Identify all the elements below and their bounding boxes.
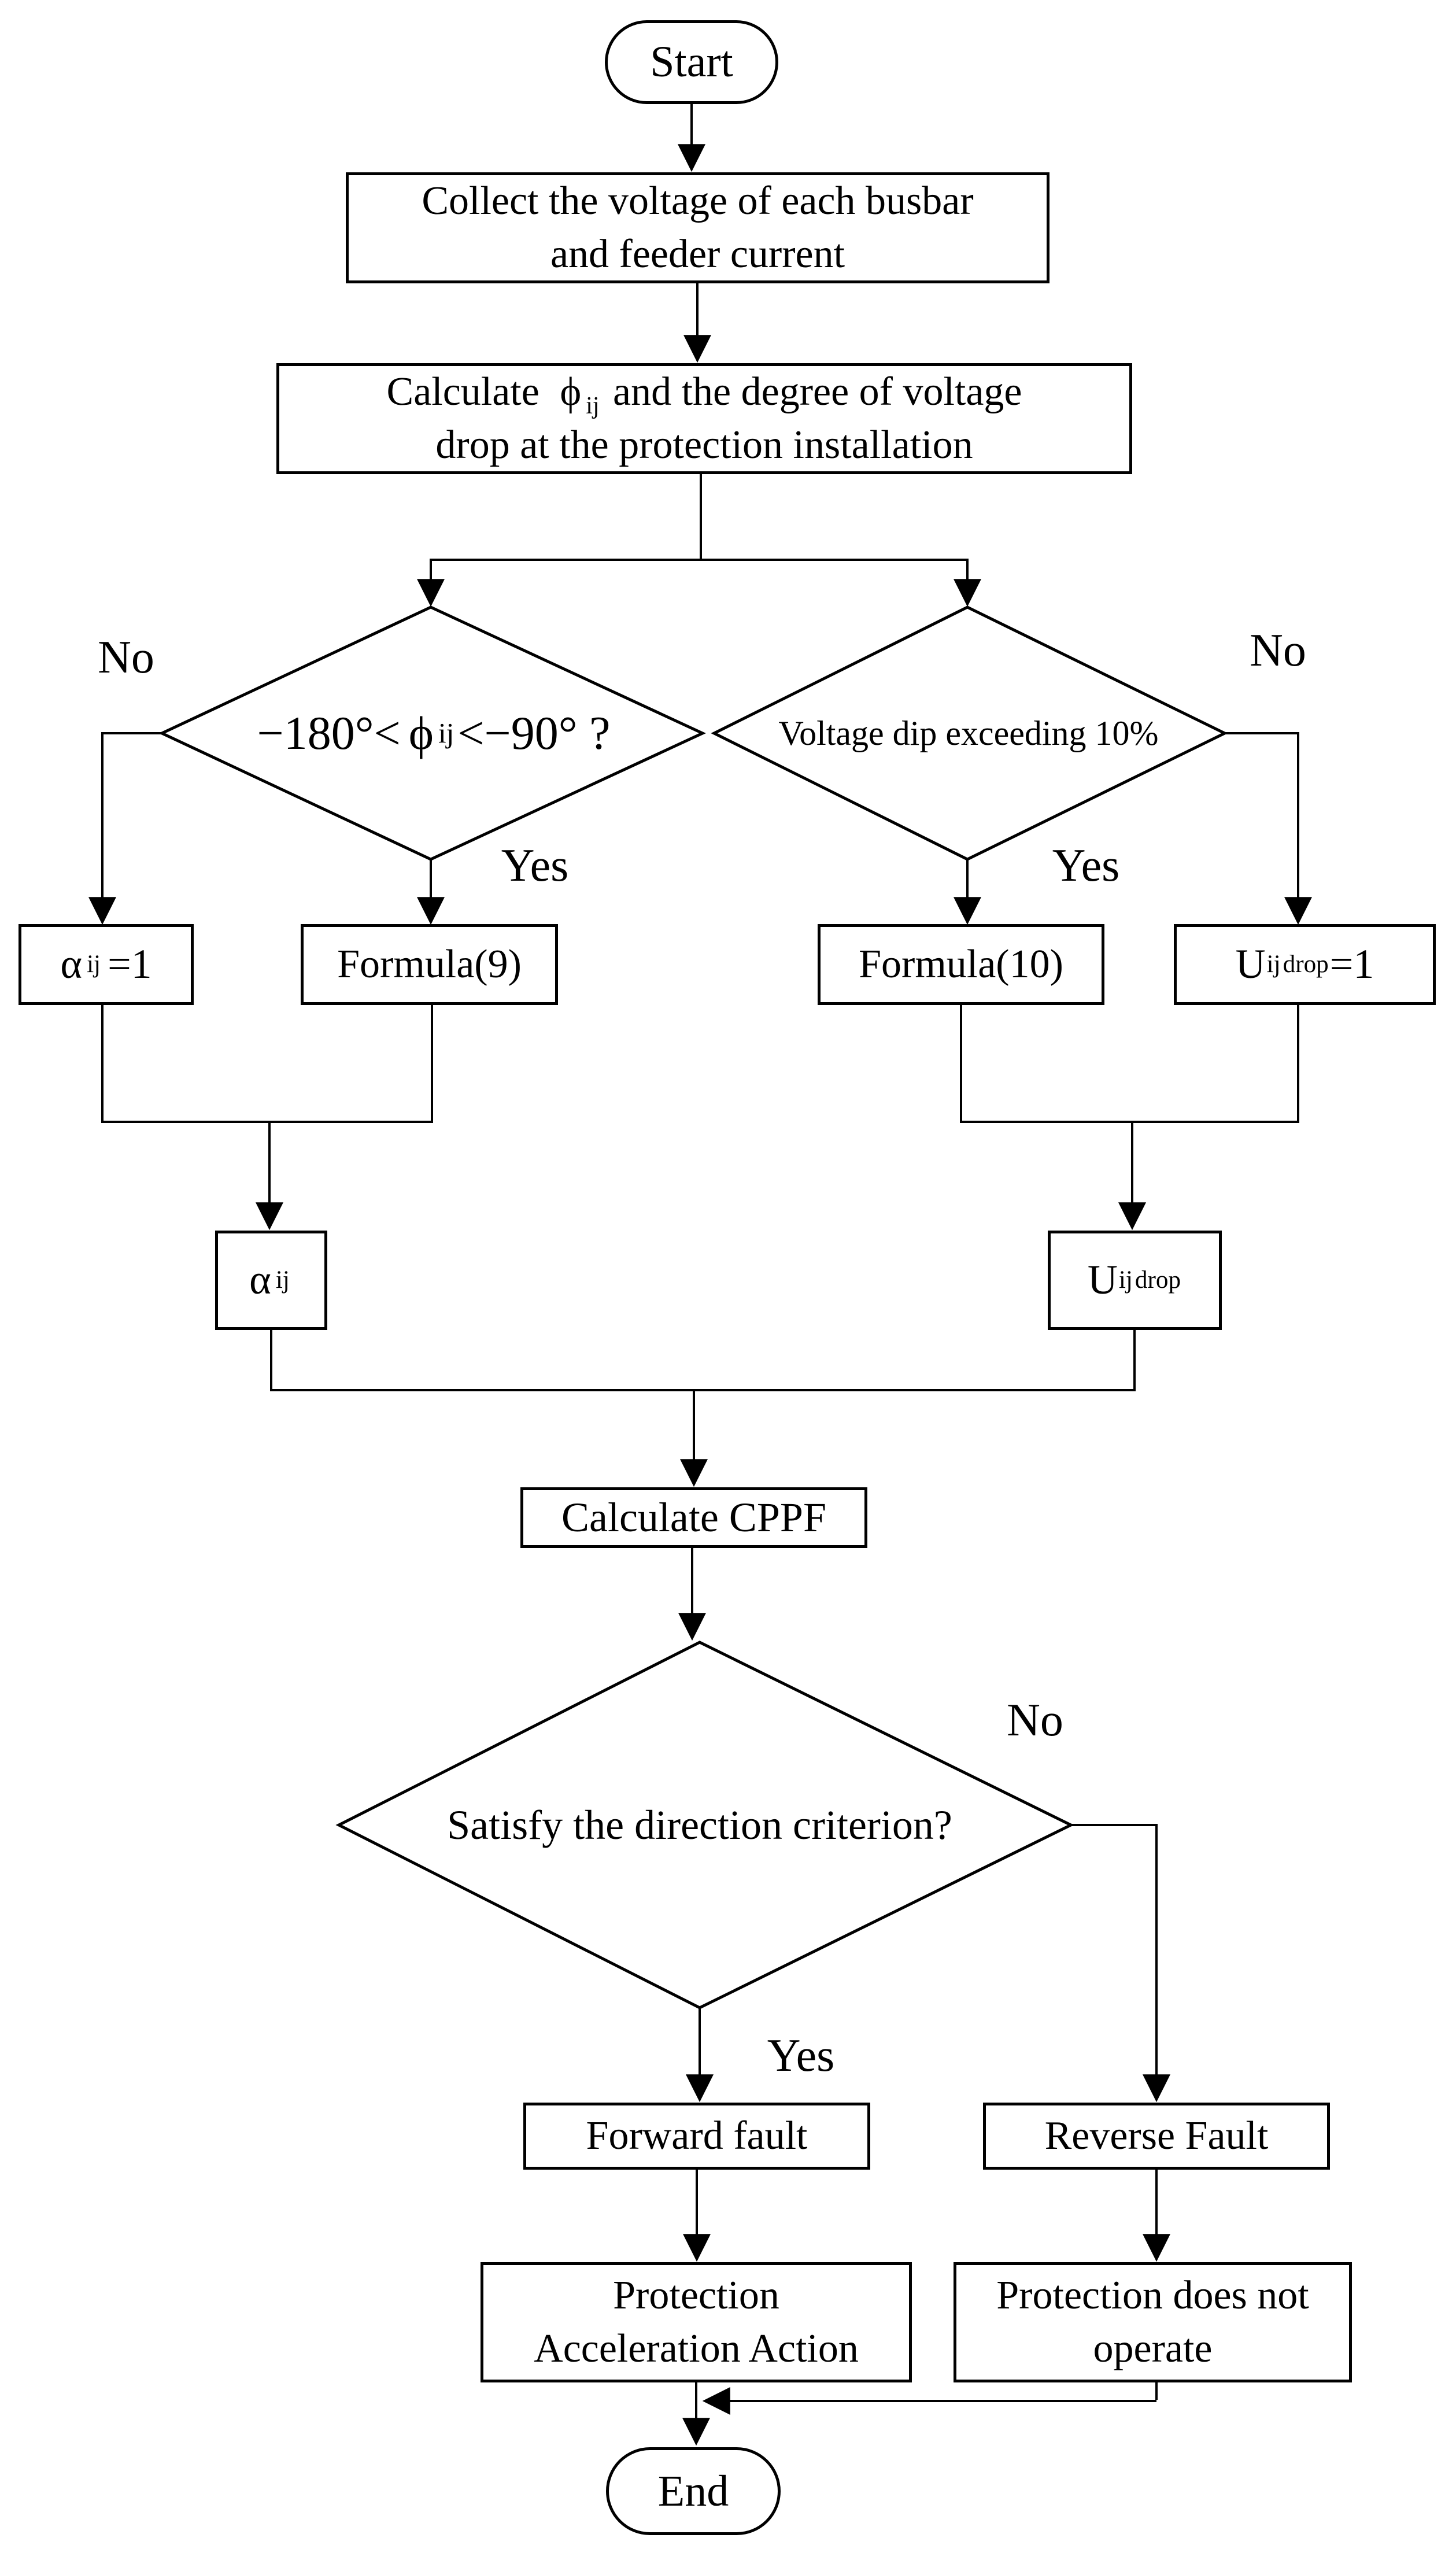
yes-label-direction: Yes <box>767 2030 835 2081</box>
start-label: Start <box>650 38 733 87</box>
collect-line2: and feeder current <box>550 232 845 276</box>
phi-symbol: ϕ <box>408 707 434 759</box>
calc-phi-line2: drop at the protection installation <box>435 423 973 467</box>
formula10-box: Formula(10) <box>818 924 1104 1005</box>
equals-one-text: =1 <box>108 941 152 988</box>
phase-range-text2: <−90° ? <box>457 707 611 759</box>
calc-phi-text2: and the degree of voltage <box>613 369 1022 414</box>
end-label: End <box>657 2466 729 2515</box>
u-symbol: U <box>1087 1257 1118 1303</box>
protection-acceleration-box: Protection Acceleration Action <box>481 2262 912 2382</box>
equals-one-text: =1 <box>1329 941 1374 988</box>
forward-fault-box: Forward fault <box>523 2103 870 2170</box>
end-terminal: End <box>606 2447 781 2535</box>
calculate-cppf-box: Calculate CPPF <box>520 1487 867 1548</box>
collect-line1: Collect the voltage of each busbar <box>422 178 974 223</box>
alpha-symbol: α <box>60 941 83 988</box>
protection-none-line1: Protection does not <box>996 2273 1309 2318</box>
formula9-box: Formula(9) <box>301 924 558 1005</box>
protection-accel-line2: Acceleration Action <box>534 2326 859 2371</box>
direction-criterion-decision-text: Satisfy the direction criterion? <box>447 1801 952 1848</box>
protection-none-line2: operate <box>1093 2326 1213 2371</box>
phase-range-text1: −180°< <box>257 707 401 759</box>
forward-fault-label: Forward fault <box>586 2113 808 2158</box>
yes-label-phase: Yes <box>501 840 569 891</box>
calc-phi-text1: Calculate <box>386 369 539 414</box>
no-label-phase: No <box>98 632 154 683</box>
u-symbol: U <box>1235 941 1266 988</box>
start-terminal: Start <box>605 20 778 104</box>
no-label-dip: No <box>1250 625 1306 676</box>
alpha-symbol: α <box>249 1257 271 1303</box>
collect-process: Collect the voltage of each busbar and f… <box>346 172 1049 283</box>
yes-label-dip: Yes <box>1052 840 1120 891</box>
formula9-label: Formula(9) <box>337 941 522 987</box>
protection-accel-line1: Protection <box>613 2273 779 2318</box>
calculate-cppf-label: Calculate CPPF <box>561 1494 826 1541</box>
phi-subscript: ij <box>586 392 600 419</box>
formula10-label: Formula(10) <box>859 941 1063 987</box>
reverse-fault-box: Reverse Fault <box>983 2103 1330 2170</box>
no-label-direction: No <box>1007 1695 1063 1746</box>
voltage-dip-decision-text: Voltage dip exceeding 10% <box>778 714 1159 752</box>
protection-not-operate-box: Protection does not operate <box>954 2262 1352 2382</box>
phi-symbol: ϕ <box>560 369 582 414</box>
reverse-fault-label: Reverse Fault <box>1044 2113 1269 2158</box>
